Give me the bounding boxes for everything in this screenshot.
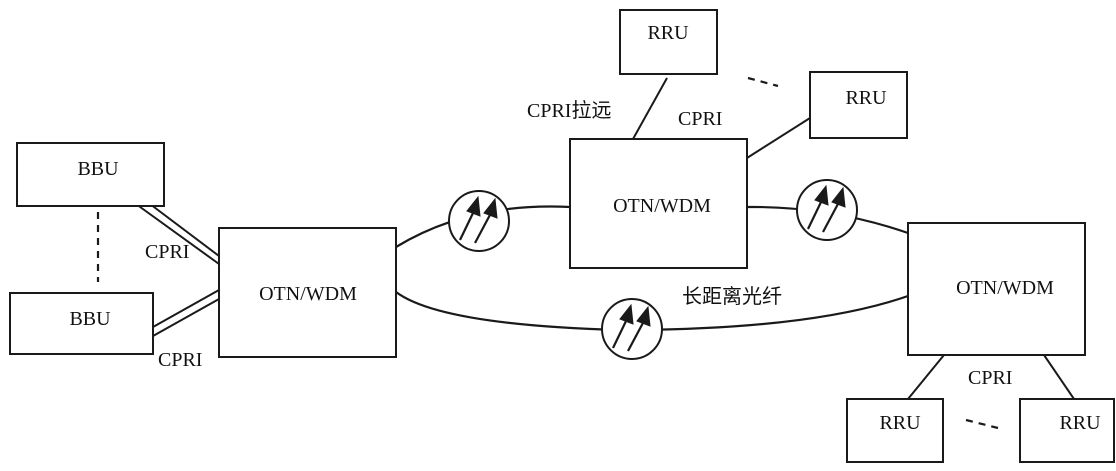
bbu-top-label: BBU: [77, 158, 119, 180]
rru-bottom-left-label: RRU: [879, 412, 921, 434]
rru-bottom-right-box: [1019, 398, 1115, 463]
cpri-link-right-rru-left: [907, 354, 945, 400]
otn-left-label: OTN/WDM: [259, 283, 357, 305]
cpri-link-bbu-top-a: [135, 203, 220, 265]
cpri-link-right-rru-right: [1043, 354, 1075, 400]
optical-amplifier-icon: [601, 298, 663, 360]
cpri-label-bbu-top: CPRI: [145, 241, 189, 263]
bbu-bottom-box: [9, 292, 154, 355]
rru-bottom-left-box: [846, 398, 944, 463]
cpri-remote-link: [632, 77, 668, 140]
cpri-link-top-rru: [746, 117, 811, 159]
otn-left-box: [218, 227, 397, 358]
cpri-link-bbu-bottom-b: [152, 298, 220, 337]
rru-top-left-box: [619, 9, 718, 75]
rru-top-right-box: [809, 71, 908, 139]
otn-right-box: [907, 222, 1086, 356]
cpri-label-bottom: CPRI: [968, 367, 1012, 389]
optical-amplifier-icon: [448, 190, 510, 252]
cpri-label-bbu-bottom: CPRI: [158, 349, 202, 371]
cpri-link-bbu-bottom-a: [152, 289, 220, 328]
optical-amplifier-icon: [796, 179, 858, 241]
bbu-bottom-label: BBU: [69, 308, 111, 330]
rru-top-left-label: RRU: [647, 22, 689, 44]
cpri-remote-label: CPRI拉远: [527, 99, 611, 122]
otn-top-box: [569, 138, 748, 269]
rru-top-right-label: RRU: [845, 87, 887, 109]
cpri-link-bbu-top-b: [141, 197, 220, 257]
bbu-top-box: [16, 142, 165, 207]
rru-bottom-right-label: RRU: [1059, 412, 1101, 434]
otn-right-label: OTN/WDM: [956, 277, 1054, 299]
otn-top-label: OTN/WDM: [613, 195, 711, 217]
rru-top-ellipsis: [747, 76, 779, 88]
cpri-label-top: CPRI: [678, 108, 722, 130]
rru-bottom-ellipsis: [965, 418, 999, 430]
long-fiber-label: 长距离光纤: [682, 285, 782, 308]
